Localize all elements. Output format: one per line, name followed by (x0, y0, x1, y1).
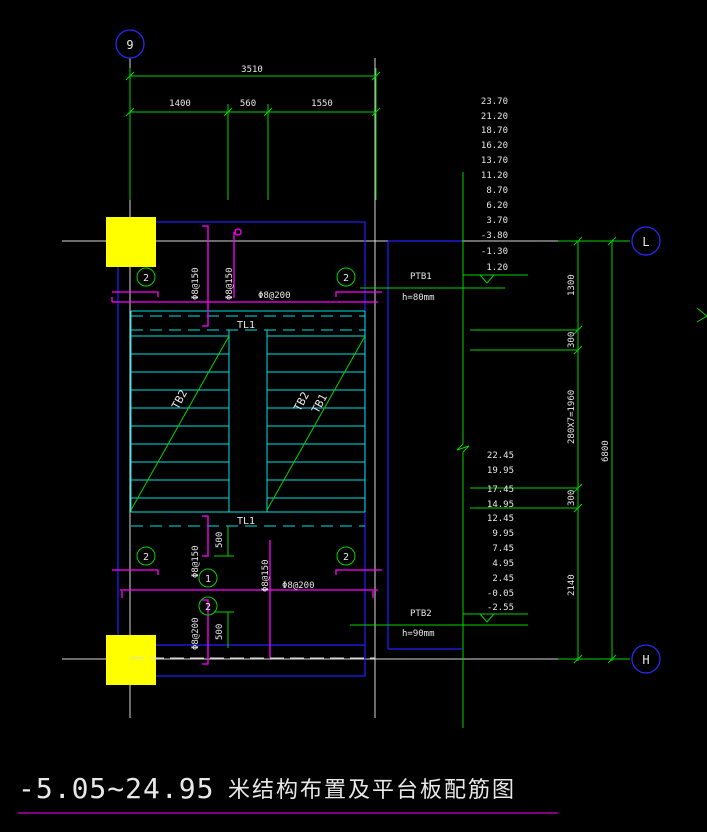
marker-2-lower: 2 (198, 596, 218, 616)
stair-dashed-beams (131, 315, 365, 527)
label-ptb1-thickness: h=80mm (402, 293, 435, 303)
column-bottom-left (106, 635, 156, 685)
label-ptb1: PTB1 (410, 272, 432, 282)
dim-seg-1: 1400 (169, 99, 191, 109)
axis-label-top: 9 (126, 38, 133, 52)
rebar-lines (111, 225, 382, 665)
svg-text:17.45: 17.45 (487, 485, 514, 495)
svg-text:2: 2 (205, 602, 211, 613)
label-tb1-right: TB1 (309, 392, 330, 416)
stair-treads (130, 310, 366, 513)
dim-500-lines (214, 526, 234, 648)
elevations-lower: 22.45 19.95 17.45 14.95 12.45 9.95 7.45 … (487, 451, 514, 613)
label-tl1-bottom: TL1 (237, 516, 255, 527)
title-text: 米结构布置及平台板配筋图 (228, 778, 517, 803)
svg-text:2: 2 (143, 273, 149, 284)
svg-text:2: 2 (343, 273, 349, 284)
dim-500-upper: 500 (215, 532, 225, 548)
svg-text:6.20: 6.20 (486, 201, 508, 211)
dim-right-4: 300 (567, 490, 577, 506)
dim-total: 3510 (241, 65, 263, 75)
marker-2-mid-right: 2 (336, 546, 356, 566)
rebar-label-150-a: Φ8@150 (191, 267, 201, 300)
elevations-upper: 23.70 21.20 18.70 16.20 13.70 11.20 8.70… (481, 97, 508, 273)
dim-seg-2: 560 (240, 99, 256, 109)
label-tl1-top: TL1 (237, 320, 255, 331)
axis-bubble-right-upper: L (631, 226, 661, 256)
dim-right-1: 1300 (567, 274, 577, 296)
svg-text:2.45: 2.45 (492, 574, 514, 584)
svg-text:13.70: 13.70 (481, 156, 508, 166)
edge-mark (696, 307, 707, 323)
svg-text:19.95: 19.95 (487, 466, 514, 476)
rebar-label-200-mid: Φ8@200 (282, 581, 315, 591)
svg-text:12.45: 12.45 (487, 514, 514, 524)
svg-text:23.70: 23.70 (481, 97, 508, 107)
marker-2-mid-left: 2 (136, 546, 156, 566)
svg-text:9.95: 9.95 (492, 529, 514, 539)
svg-text:8.70: 8.70 (486, 186, 508, 196)
svg-text:3.70: 3.70 (486, 216, 508, 226)
label-ptb2: PTB2 (410, 609, 432, 619)
svg-text:2: 2 (343, 552, 349, 563)
svg-text:1: 1 (205, 574, 211, 585)
marker-2-top-left: 2 (136, 267, 156, 287)
section-lines (350, 172, 630, 728)
marker-1: 1 (198, 568, 218, 588)
axis-label-right-upper: L (642, 235, 649, 249)
svg-text:21.20: 21.20 (481, 112, 508, 122)
title-range: -5.05~24.95 (18, 772, 215, 805)
dim-right-3: 280X7=1960 (567, 390, 577, 444)
column-top-left (106, 217, 156, 267)
axis-bubble-top: 9 (115, 29, 145, 59)
axis-lines (62, 58, 630, 718)
marker-2-top-right: 2 (336, 267, 356, 287)
axis-bubble-right-lower: H (631, 644, 661, 674)
svg-text:22.45: 22.45 (487, 451, 514, 461)
svg-text:16.20: 16.20 (481, 141, 508, 151)
svg-text:18.70: 18.70 (481, 126, 508, 136)
rebar-label-150-c: Φ8@150 (191, 545, 201, 578)
svg-text:7.45: 7.45 (492, 544, 514, 554)
flight-diagonals (130, 335, 366, 511)
dim-seg-3: 1550 (311, 99, 333, 109)
dim-500-lower: 500 (215, 624, 225, 640)
axis-label-right-lower: H (642, 653, 649, 667)
dim-right-2: 300 (567, 332, 577, 348)
rebar-label-150-d: Φ8@150 (261, 559, 271, 592)
svg-text:4.95: 4.95 (492, 559, 514, 569)
svg-text:11.20: 11.20 (481, 171, 508, 181)
svg-text:-1.30: -1.30 (481, 247, 508, 257)
svg-text:-0.05: -0.05 (487, 589, 514, 599)
dim-right-total: 6800 (601, 440, 611, 462)
svg-text:-2.55: -2.55 (487, 603, 514, 613)
svg-text:1.20: 1.20 (486, 263, 508, 273)
rebar-label-200-low: Φ8@200 (191, 617, 201, 650)
top-dimensions (125, 68, 381, 200)
dim-right-5: 2140 (567, 574, 577, 596)
svg-text:-3.80: -3.80 (481, 231, 508, 241)
label-ptb2-thickness: h=90mm (402, 629, 435, 639)
svg-text:14.95: 14.95 (487, 500, 514, 510)
svg-text:2: 2 (143, 552, 149, 563)
rebar-label-150-b: Φ8@150 (225, 267, 235, 300)
rebar-label-200-top: Φ8@200 (258, 291, 291, 301)
